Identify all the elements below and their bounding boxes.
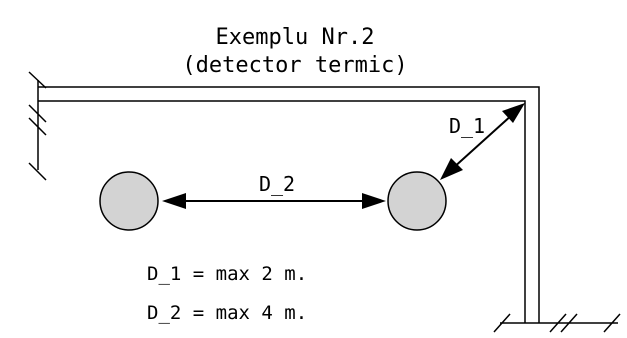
arrowhead-d2-left xyxy=(162,193,186,209)
dimension-label-d1: D_1 xyxy=(449,114,485,138)
left-break-mark-mid-b xyxy=(28,117,47,136)
floor-break-mark-left xyxy=(493,313,511,333)
dimension-label-d2: D_2 xyxy=(259,172,295,196)
dimension-arrow-d2 xyxy=(162,193,386,209)
diagram-title-line1: Exemplu Nr.2 xyxy=(216,25,375,50)
ceiling-inner-line xyxy=(38,100,526,323)
note-d1-max-distance: D_1 = max 2 m. xyxy=(147,263,307,285)
dimension-arrow-d1 xyxy=(440,103,525,180)
diagram-title-line2: (detector termic) xyxy=(182,53,407,78)
heat-detector-left xyxy=(99,171,159,231)
note-d2-max-distance: D_2 = max 4 m. xyxy=(147,302,307,324)
floor-break-mark-mid-a xyxy=(549,313,567,333)
arrowhead-d1-corner xyxy=(502,103,525,123)
arrowhead-d1-detector xyxy=(440,158,463,180)
left-break-mark-top xyxy=(28,71,47,89)
left-break-mark-mid-a xyxy=(28,104,47,123)
left-break-mark-bottom xyxy=(28,162,47,181)
ceiling-outer-line xyxy=(38,86,540,323)
heat-detector-right xyxy=(387,171,447,231)
floor-break-mark-mid-b xyxy=(560,313,578,333)
floor-break-mark-right xyxy=(603,313,621,333)
ceiling-wall-structure xyxy=(28,71,621,333)
arrowhead-d2-right xyxy=(362,193,386,209)
